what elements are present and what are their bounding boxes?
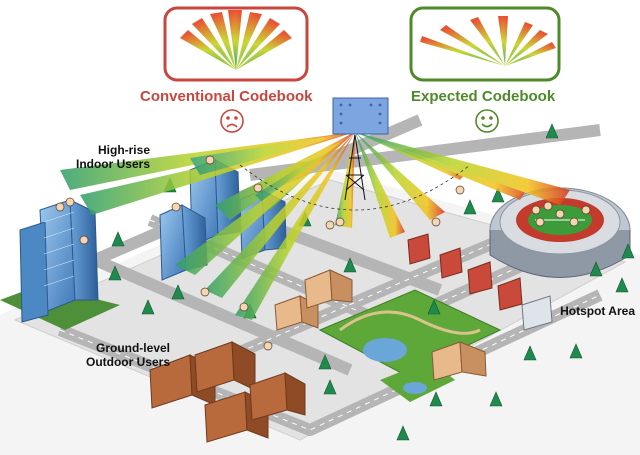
high-rise-users-label: High-rise Indoor Users <box>62 143 150 171</box>
coverage-arc <box>239 164 471 211</box>
expected-codebook-label: Expected Codebook <box>411 88 556 105</box>
beam-fan <box>60 132 570 320</box>
smiley-face-icon <box>475 109 499 133</box>
park <box>318 289 502 402</box>
conventional-beampattern <box>180 10 292 70</box>
high-rise-label-line1: High-rise <box>97 143 150 157</box>
expected-beampattern <box>420 16 556 66</box>
ground-level-users-label: Ground-level Outdoor Users <box>80 341 170 369</box>
ground-label-line2: Outdoor Users <box>85 355 170 369</box>
hotspot-area-label: Hotspot Area <box>560 304 635 318</box>
houses <box>274 233 553 381</box>
skyscraper-left <box>0 199 120 330</box>
expected-codebook-box <box>409 6 561 82</box>
brick-buildings <box>149 341 306 443</box>
user-markers <box>55 155 591 351</box>
antenna-array-icon <box>332 97 389 135</box>
conventional-codebook-label: Conventional Codebook <box>140 88 313 105</box>
base-station-tower <box>344 134 366 201</box>
sad-face-icon <box>220 109 244 133</box>
high-rise-label-line2: Indoor Users <box>75 157 150 171</box>
ground-label-line1: Ground-level <box>95 341 170 355</box>
